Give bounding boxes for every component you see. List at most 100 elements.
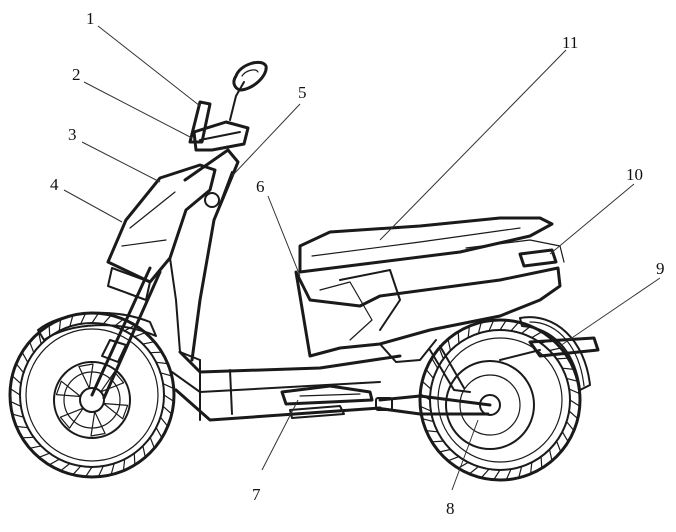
tread-mark	[421, 380, 432, 390]
tread-mark	[59, 462, 71, 472]
wheel-spoke	[55, 380, 82, 398]
tread-mark	[510, 321, 520, 332]
tread-mark	[122, 458, 126, 472]
tread-mark	[9, 400, 22, 407]
wheel-spoke	[78, 363, 94, 389]
tread-mark	[69, 314, 74, 328]
wheel-spoke	[90, 411, 106, 437]
tread-mark	[38, 332, 42, 345]
tread-mark	[438, 347, 444, 360]
tread-mark	[555, 440, 562, 453]
tread-mark	[438, 448, 452, 453]
tread-mark	[555, 357, 569, 360]
tread-mark	[419, 405, 432, 412]
tread-mark	[159, 416, 169, 427]
tread-mark	[565, 377, 579, 382]
tread-mark	[505, 468, 512, 481]
tread-mark	[15, 363, 25, 374]
front-fork	[90, 266, 162, 400]
callout-11: 11	[562, 33, 578, 52]
tread-mark	[568, 410, 579, 420]
rear-suspension	[374, 345, 492, 416]
callout-9: 9	[656, 259, 665, 278]
tread-mark	[133, 452, 136, 466]
tread-mark	[162, 383, 175, 390]
tread-mark	[425, 430, 439, 433]
tread-mark	[531, 331, 543, 339]
tread-mark	[133, 332, 146, 338]
tread-mark	[102, 314, 112, 325]
tread-mark	[15, 425, 29, 429]
tread-mark	[561, 367, 575, 370]
tread-mark	[97, 465, 104, 478]
tread-mark	[561, 431, 569, 443]
tread-mark	[468, 466, 479, 475]
tread-mark	[477, 321, 482, 334]
tread-mark	[163, 394, 175, 402]
callout-leaders	[63, 25, 661, 491]
tread-mark	[11, 375, 22, 385]
tread-mark	[548, 448, 553, 462]
callout-1: 1	[86, 9, 95, 28]
tread-mark	[548, 347, 562, 352]
tread-mark	[80, 312, 87, 325]
tread-mark	[457, 331, 460, 344]
tread-mark	[142, 445, 146, 458]
rear-body	[294, 216, 565, 363]
tread-mark	[110, 462, 115, 476]
tread-mark	[29, 341, 35, 354]
tread-mark	[480, 468, 490, 479]
callout-7: 7	[252, 485, 261, 504]
tread-mark	[529, 461, 533, 475]
tread-mark	[155, 427, 163, 439]
handlebar	[188, 60, 268, 152]
tread-mark	[493, 469, 501, 481]
tread-mark	[38, 452, 51, 458]
tread-mark	[421, 418, 434, 423]
tread-mark	[447, 456, 460, 462]
tread-mark	[84, 466, 93, 478]
tread-mark	[21, 351, 29, 363]
wheel-spoke	[100, 371, 125, 393]
wheel-spoke	[59, 407, 84, 429]
tread-mark	[58, 318, 62, 332]
callout-3: 3	[68, 125, 77, 144]
tread-mark	[155, 361, 169, 365]
tread-mark	[431, 440, 444, 443]
tread-mark	[72, 465, 82, 476]
callout-8: 8	[446, 499, 455, 518]
tread-mark	[488, 319, 495, 332]
callout-6: 6	[256, 177, 265, 196]
callout-5: 5	[298, 83, 307, 102]
tread-mark	[149, 436, 155, 449]
tread-mark	[568, 388, 581, 395]
tread-mark	[162, 405, 173, 415]
callout-10: 10	[626, 165, 643, 184]
tread-mark	[29, 445, 42, 449]
tread-mark	[142, 341, 155, 345]
tread-mark	[467, 325, 470, 339]
front-wheel	[8, 311, 176, 479]
tread-mark	[9, 388, 21, 396]
tread-mark	[21, 436, 35, 439]
callout-4: 4	[50, 175, 59, 194]
frame	[171, 350, 402, 422]
tread-mark	[425, 368, 434, 379]
tread-mark	[149, 351, 163, 354]
tread-mark	[457, 461, 469, 469]
tread-mark	[518, 466, 523, 479]
tread-mark	[91, 312, 100, 324]
footrest	[280, 384, 374, 419]
tread-mark	[565, 421, 575, 432]
tread-mark	[499, 319, 507, 331]
front-body	[106, 148, 240, 362]
tread-mark	[447, 338, 452, 352]
tread-mark	[540, 456, 543, 469]
tread-mark	[569, 399, 581, 407]
tread-mark	[431, 357, 439, 369]
tread-mark	[159, 372, 173, 377]
tread-mark	[11, 413, 25, 418]
callout-2: 2	[72, 65, 81, 84]
